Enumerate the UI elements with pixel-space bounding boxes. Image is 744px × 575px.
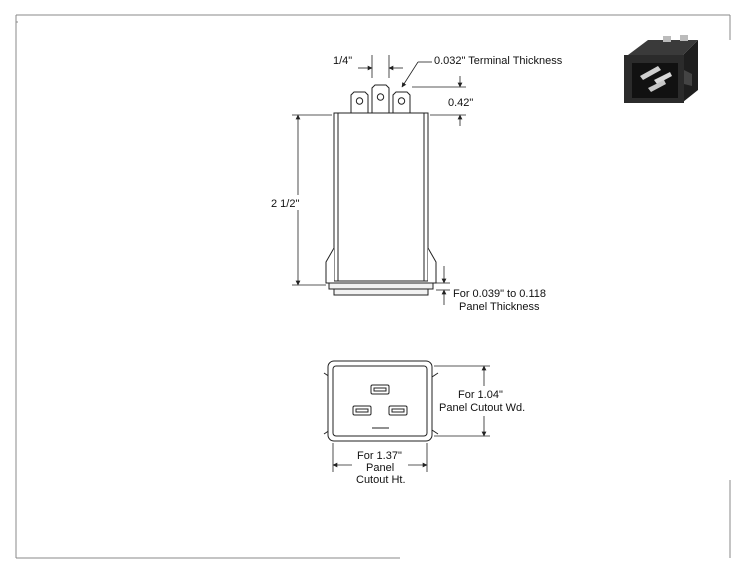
product-photo	[624, 35, 698, 103]
relay-body	[333, 112, 429, 282]
label-cutout-width-2: Panel Cutout Wd.	[439, 402, 525, 414]
label-terminal-spacing: 1/4"	[333, 55, 352, 67]
bezel-flange	[328, 282, 434, 290]
label-terminal-height: 0.42"	[448, 97, 473, 109]
dim-terminal-thickness	[401, 61, 432, 88]
terminal-center	[371, 84, 390, 113]
sheet-frame	[15, 14, 731, 559]
label-body-height: 2 1/2"	[271, 198, 299, 210]
dim-terminal-height	[412, 76, 466, 126]
latch-right	[427, 247, 437, 284]
label-panel-thickness-1: For 0.039" to 0.118	[453, 288, 546, 300]
label-panel-thickness-2: Panel Thickness	[459, 301, 540, 313]
clip-right	[431, 372, 439, 435]
latch-left	[325, 247, 335, 284]
dim-panel-thickness	[436, 266, 450, 305]
dim-body-height	[292, 114, 332, 286]
dim-cutout-height	[332, 443, 428, 472]
terminal-right	[392, 91, 411, 113]
terminal-left	[350, 91, 369, 113]
side-view	[325, 84, 437, 296]
label-cutout-height-3: Cutout Ht.	[356, 474, 406, 486]
dim-cutout-width	[434, 365, 490, 437]
dim-terminal-spacing	[358, 55, 403, 78]
front-view	[323, 360, 439, 442]
label-cutout-width-1: For 1.04"	[458, 389, 503, 401]
label-cutout-height-2: Panel	[366, 462, 394, 474]
front-bezel-inner	[332, 365, 428, 437]
label-terminal-thickness: 0.032" Terminal Thickness	[434, 55, 563, 67]
label-cutout-height-1: For 1.37"	[357, 450, 402, 462]
